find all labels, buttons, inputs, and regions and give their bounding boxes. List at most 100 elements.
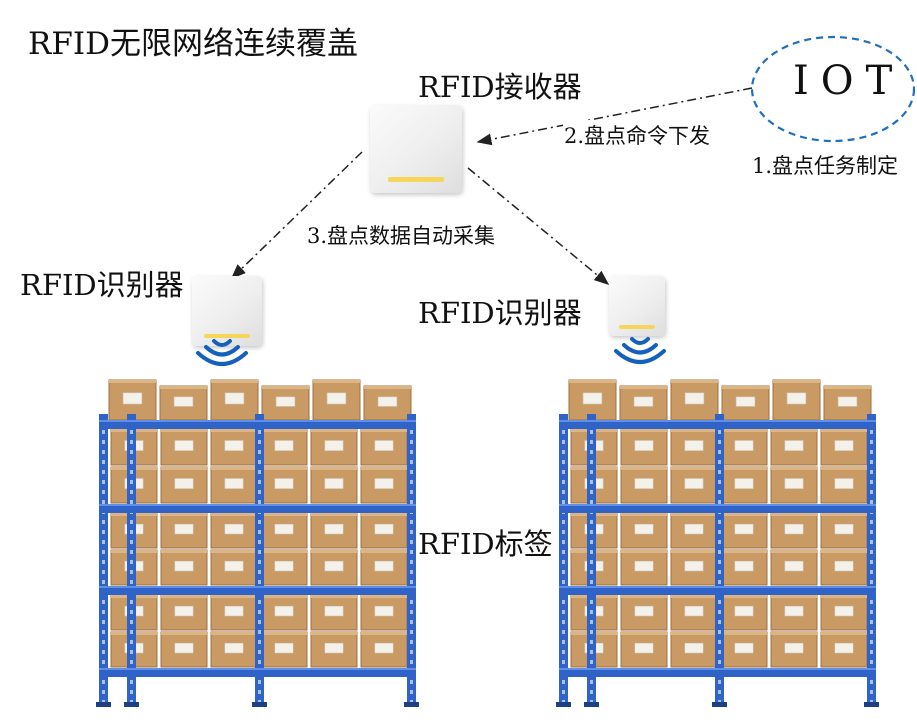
cardboard-box <box>360 631 408 668</box>
cardboard-box <box>160 512 208 549</box>
cardboard-box <box>210 631 258 668</box>
step-1-label: 1.盘点任务制定 <box>752 154 899 178</box>
receiver-label: RFID接收器 <box>418 70 582 104</box>
step-2-label: 2.盘点命令下发 <box>563 120 712 150</box>
cardboard-box <box>820 594 868 631</box>
cardboard-box <box>210 549 258 586</box>
rack-beam <box>559 586 876 595</box>
rfid-receiver-device <box>370 105 462 193</box>
cardboard-box <box>620 466 668 504</box>
cardboard-box <box>820 631 868 668</box>
cardboard-box <box>210 379 259 421</box>
cardboard-box <box>360 428 408 466</box>
cardboard-box <box>360 512 408 549</box>
rack-beam <box>559 420 876 429</box>
iot-label: IOT <box>793 58 905 104</box>
rack-beam <box>99 668 416 677</box>
reader-indicator-led <box>204 334 250 338</box>
cardboard-box <box>720 466 768 504</box>
cardboard-box <box>363 385 412 421</box>
cardboard-box <box>770 594 818 631</box>
cardboard-box <box>770 549 818 586</box>
cardboard-box <box>670 379 719 421</box>
collection-arrow-left <box>230 151 363 280</box>
cardboard-box <box>670 512 718 549</box>
cardboard-box <box>310 512 358 549</box>
cardboard-box <box>720 594 768 631</box>
command-arrow <box>476 87 753 146</box>
cardboard-box <box>770 466 818 504</box>
cardboard-box <box>310 594 358 631</box>
cardboard-box <box>310 549 358 586</box>
cardboard-box <box>260 631 308 668</box>
cardboard-box <box>770 631 818 668</box>
cardboard-box <box>210 594 258 631</box>
cardboard-box <box>770 428 818 466</box>
cardboard-box <box>260 466 308 504</box>
cardboard-box <box>619 385 668 421</box>
rack-beam <box>99 586 416 595</box>
receiver-indicator-led <box>388 177 444 182</box>
cardboard-box <box>310 466 358 504</box>
rfid-reader-device-left <box>192 276 262 346</box>
cardboard-box <box>670 549 718 586</box>
rack-beam <box>559 668 876 677</box>
cardboard-box <box>360 466 408 504</box>
cardboard-box <box>620 512 668 549</box>
signal-wave-icon-right <box>614 337 666 364</box>
cardboard-box <box>360 549 408 586</box>
storage-rack-right <box>556 379 879 707</box>
cardboard-box <box>823 385 872 421</box>
cardboard-box <box>568 379 617 421</box>
cardboard-box <box>770 512 818 549</box>
storage-rack-left <box>96 379 419 707</box>
cardboard-box <box>108 379 157 421</box>
cardboard-box <box>160 549 208 586</box>
rack-beam <box>559 504 876 513</box>
cardboard-box <box>160 631 208 668</box>
cardboard-box <box>160 594 208 631</box>
cardboard-box <box>312 379 361 421</box>
cardboard-box <box>820 466 868 504</box>
signal-wave-icon-left <box>196 339 248 366</box>
cardboard-box <box>210 428 258 466</box>
diagram-title: RFID无限网络连续覆盖 <box>28 26 358 62</box>
cardboard-box <box>360 594 408 631</box>
cardboard-box <box>260 594 308 631</box>
collection-arrow-right <box>467 167 610 285</box>
iot-cloud-outline <box>750 35 916 143</box>
rfid-tag-label: RFID标签 <box>416 521 555 563</box>
cardboard-box <box>210 512 258 549</box>
cardboard-box <box>720 549 768 586</box>
cardboard-box <box>720 428 768 466</box>
cardboard-box <box>260 549 308 586</box>
cardboard-box <box>620 549 668 586</box>
cardboard-box <box>721 385 770 421</box>
rack-beam <box>99 504 416 513</box>
cardboard-box <box>620 594 668 631</box>
cardboard-box <box>310 631 358 668</box>
cardboard-box <box>210 466 258 504</box>
cardboard-box <box>720 631 768 668</box>
cardboard-box <box>159 385 208 421</box>
reader-label-right: RFID识别器 <box>418 296 582 330</box>
rfid-reader-device-right <box>609 276 665 336</box>
cardboard-box <box>820 549 868 586</box>
step-3-label: 3.盘点数据自动采集 <box>306 220 497 250</box>
cardboard-box <box>261 385 310 421</box>
cardboard-box <box>820 512 868 549</box>
cardboard-box <box>620 428 668 466</box>
cardboard-box <box>820 428 868 466</box>
cardboard-box <box>160 428 208 466</box>
cardboard-box <box>260 428 308 466</box>
cardboard-box <box>620 631 668 668</box>
reader-indicator-led <box>619 325 655 329</box>
cardboard-box <box>310 428 358 466</box>
cardboard-box <box>670 466 718 504</box>
cardboard-box <box>720 512 768 549</box>
cardboard-box <box>670 428 718 466</box>
cardboard-box <box>772 379 821 421</box>
cardboard-box <box>160 466 208 504</box>
rack-beam <box>99 420 416 429</box>
